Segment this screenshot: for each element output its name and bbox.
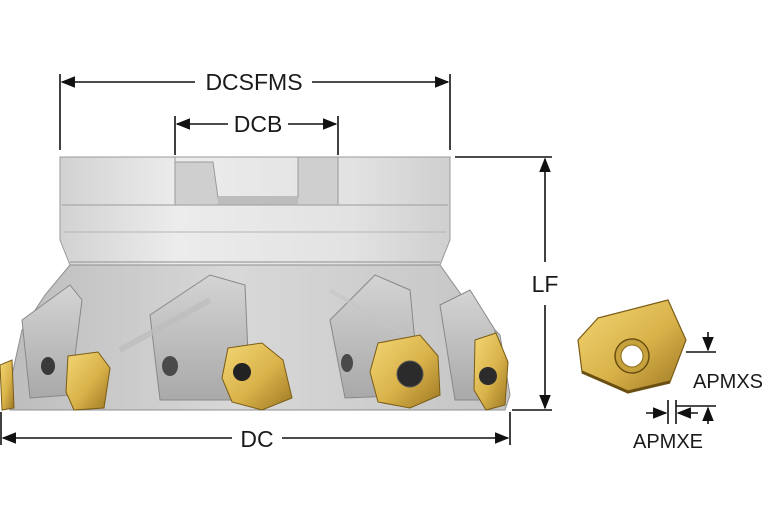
label-dcb: DCB: [234, 111, 283, 137]
label-apmxe: APMXE: [633, 431, 703, 453]
insert-on-cutter: [65, 351, 111, 411]
label-lf: LF: [532, 271, 559, 297]
cutter-upper-cylinder: [59, 156, 451, 266]
cutter-inserts: [0, 332, 509, 411]
standalone-insert: [577, 299, 687, 394]
label-apmxs: APMXS: [693, 371, 763, 393]
label-dcsfms: DCSFMS: [205, 69, 302, 95]
dimension-lines: [0, 74, 716, 445]
insert-screw: [233, 363, 251, 381]
keyway-slot-floor: [218, 196, 298, 205]
coolant-hole: [41, 357, 55, 375]
insert-screw: [479, 367, 497, 385]
coolant-hole: [162, 356, 178, 376]
hidden-outline: [118, 297, 212, 353]
insert-edge-highlight: [581, 370, 671, 394]
insert-screw: [396, 360, 424, 388]
insert-on-cutter: [0, 359, 15, 411]
insert-on-cutter: [221, 342, 293, 411]
label-dc: DC: [240, 426, 273, 452]
dimension-labels: DCSFMS DCB LF DC APMXS APMXE: [205, 69, 763, 453]
insert-hole: [620, 344, 644, 368]
coolant-hole: [341, 354, 353, 372]
hidden-outline: [328, 288, 422, 347]
